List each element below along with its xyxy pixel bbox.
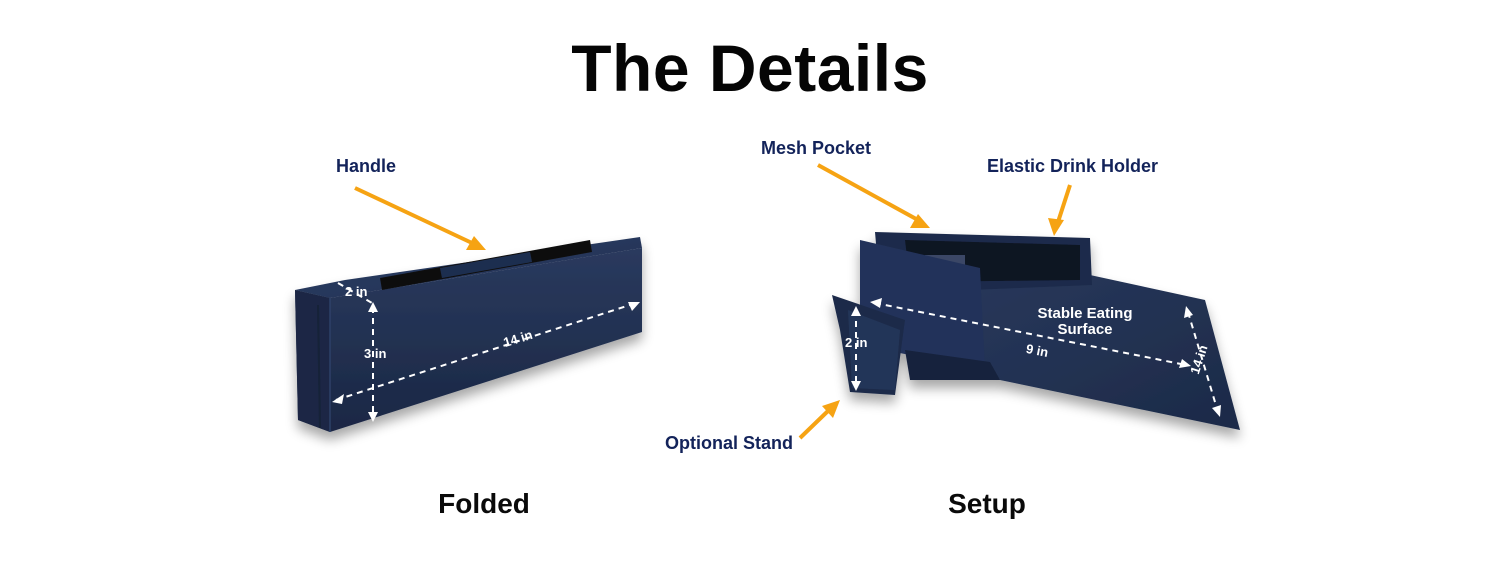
folded-depth-label: 2 in	[345, 284, 368, 299]
eating-surface-line1: Stable Eating	[1037, 305, 1133, 322]
drink-holder-arrow	[1048, 184, 1072, 236]
folded-height-label: 3 in	[364, 346, 387, 361]
eating-surface-line2: Surface	[1057, 321, 1113, 338]
eating-surface-label: Stable Eating Surface	[1020, 306, 1150, 338]
mesh-pocket-arrow	[817, 163, 930, 228]
optional-stand-arrow	[798, 400, 840, 440]
setup-stand-height-label: 2 in	[845, 335, 868, 350]
folded-dimension-lines	[335, 282, 637, 418]
folded-end-face	[295, 290, 330, 432]
optional-stand-callout: Optional Stand	[665, 433, 793, 453]
folded-caption: Folded	[438, 488, 530, 519]
mesh-pocket-callout: Mesh Pocket	[761, 138, 872, 158]
drink-holder-callout: Elastic Drink Holder	[987, 156, 1159, 176]
setup-caption: Setup	[948, 488, 1026, 519]
folded-tray	[295, 237, 642, 432]
setup-dimension-lines	[855, 302, 1219, 413]
page-title: The Details	[571, 31, 929, 105]
handle-callout: Handle	[336, 156, 397, 176]
handle-arrow	[354, 186, 486, 250]
